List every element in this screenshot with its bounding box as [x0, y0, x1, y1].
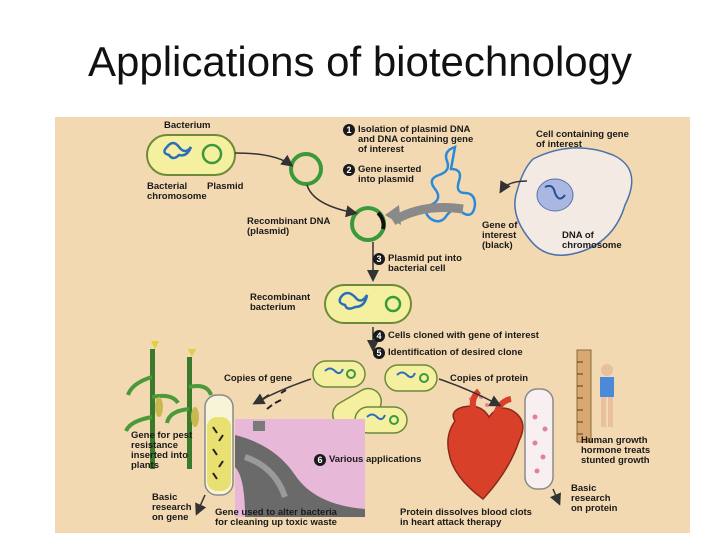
- label-pest-resistance: Gene for pest resistance inserted into p…: [131, 430, 193, 471]
- label-step5: Identification of desired clone: [388, 347, 523, 358]
- label-cell-gene: Cell containing gene of interest: [536, 129, 629, 150]
- child-growth-chart: [576, 349, 614, 443]
- recombinant-bacterium: [324, 284, 412, 324]
- heart-illustration: [447, 388, 524, 500]
- step-badge-2: 2: [343, 164, 355, 176]
- diagram-artwork: [124, 134, 633, 517]
- label-step4: Cells cloned with gene of interest: [388, 330, 539, 341]
- label-bacterium: Bacterium: [164, 120, 211, 131]
- step-badge-1: 1: [343, 124, 355, 136]
- biotech-diagram: 1 2 3 4 5 6 Bacterium Bacterial chromoso…: [55, 117, 690, 533]
- toxic-waste-scene: [235, 419, 365, 517]
- label-copies-gene: Copies of gene: [224, 373, 293, 384]
- label-growth-hormone: Human growth hormone treats stunted grow…: [581, 435, 651, 466]
- gene-test-tube: [204, 394, 234, 496]
- label-step6: Various applications: [329, 454, 422, 465]
- slide-title: Applications of biotechnology: [87, 38, 633, 85]
- label-dna-chromosome: DNA of chromosome: [562, 230, 622, 251]
- label-recombinant-bacterium: Recombinant bacterium: [250, 292, 311, 313]
- label-step2: Gene inserted into plasmid: [358, 164, 422, 185]
- isolated-plasmid: [289, 152, 323, 186]
- isolated-dna: [424, 145, 477, 223]
- corn-plants: [124, 341, 213, 469]
- label-step3: Plasmid put into bacterial cell: [388, 253, 462, 274]
- label-basic-research-protein: Basic research on protein: [571, 483, 618, 514]
- label-blood-clots: Protein dissolves blood clots in heart a…: [400, 507, 532, 528]
- cloned-bacteria: [312, 360, 438, 434]
- protein-test-tube: [524, 388, 554, 490]
- flow-arrows: [195, 152, 561, 516]
- step-badge-6: 6: [314, 454, 326, 466]
- label-recombinant-dna: Recombinant DNA (plasmid): [247, 216, 331, 237]
- label-plasmid: Plasmid: [207, 181, 244, 192]
- label-basic-research-gene: Basic research on gene: [152, 492, 192, 523]
- step-badge-3: 3: [373, 253, 385, 265]
- label-gene-of-interest: Gene of interest (black): [482, 220, 518, 251]
- step-badge-4: 4: [373, 330, 385, 342]
- label-toxic-waste: Gene used to alter bacteria for cleaning…: [215, 507, 337, 528]
- label-step1: Isolation of plasmid DNA and DNA contain…: [358, 124, 474, 155]
- step-badge-5: 5: [373, 347, 385, 359]
- bacterium-cell: [146, 134, 236, 176]
- label-bacterial-chromosome: Bacterial chromosome: [147, 181, 207, 202]
- label-copies-protein: Copies of protein: [450, 373, 529, 384]
- donor-cell: [514, 147, 633, 256]
